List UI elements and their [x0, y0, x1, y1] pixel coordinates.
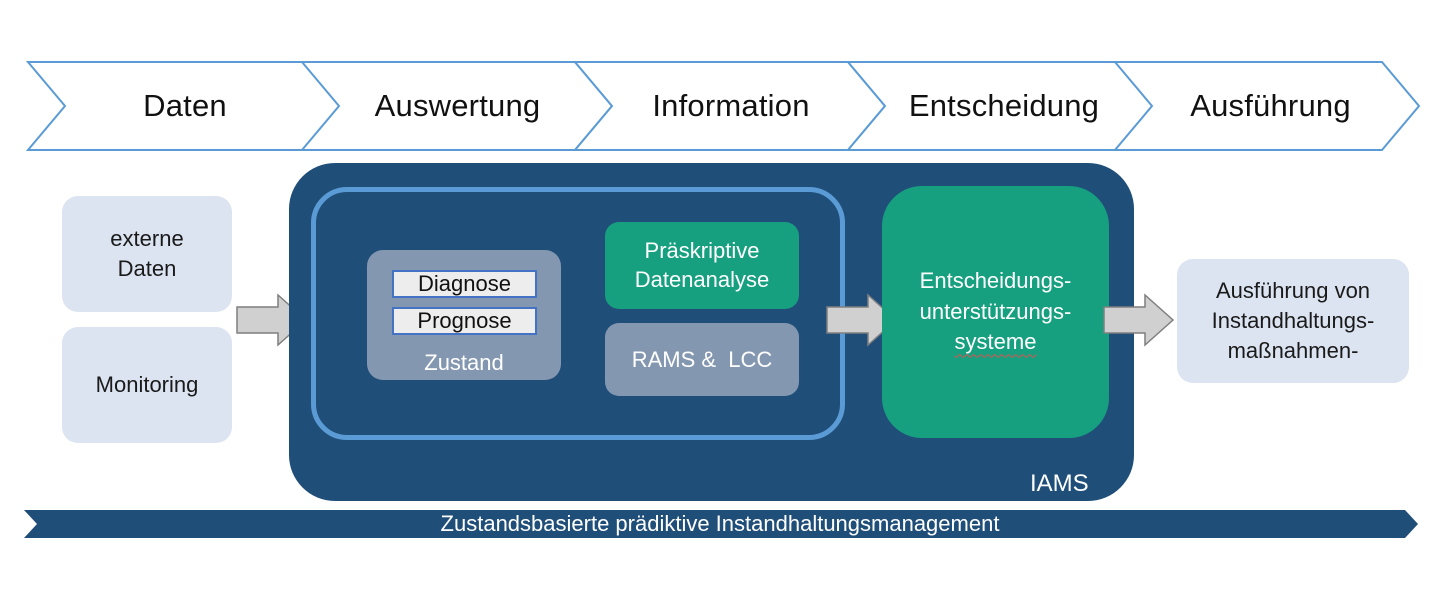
decision-line-2: unterstützungs-	[919, 298, 1072, 324]
praeskriptive-datenanalyse-box: Präskriptive Datenanalyse	[605, 222, 799, 309]
step-entscheidung: Entscheidung	[908, 88, 1100, 123]
decision-line-1: Entscheidungs-	[919, 267, 1072, 293]
arrow-to-output	[1103, 293, 1175, 347]
chevron-ausfuehrung	[1112, 61, 1421, 151]
process-chevron-bar	[25, 61, 1421, 151]
decision-support-box: Entscheidungs- unterstützungs- systeme	[882, 186, 1109, 438]
diagnose-label: Diagnose	[392, 270, 537, 298]
decision-line-3: systeme	[954, 329, 1037, 355]
rams-lcc-box: RAMS & LCC	[605, 323, 799, 396]
execution-measures-box: Ausführung von Instandhaltungs- maßnahme…	[1177, 259, 1409, 383]
step-auswertung: Auswertung	[374, 88, 541, 123]
monitoring-box: Monitoring	[62, 327, 232, 443]
zustand-label: Zustand	[424, 350, 504, 375]
prognose-label: Prognose	[392, 307, 537, 335]
step-information: Information	[652, 88, 810, 123]
step-daten: Daten	[143, 88, 227, 123]
iams-label: IAMS	[1030, 470, 1089, 497]
external-data-box: externe Daten	[62, 196, 232, 312]
step-ausfuehrung: Ausführung	[1190, 88, 1351, 123]
banner-label: Zustandsbasierte prädiktive Instandhaltu…	[440, 511, 1000, 536]
